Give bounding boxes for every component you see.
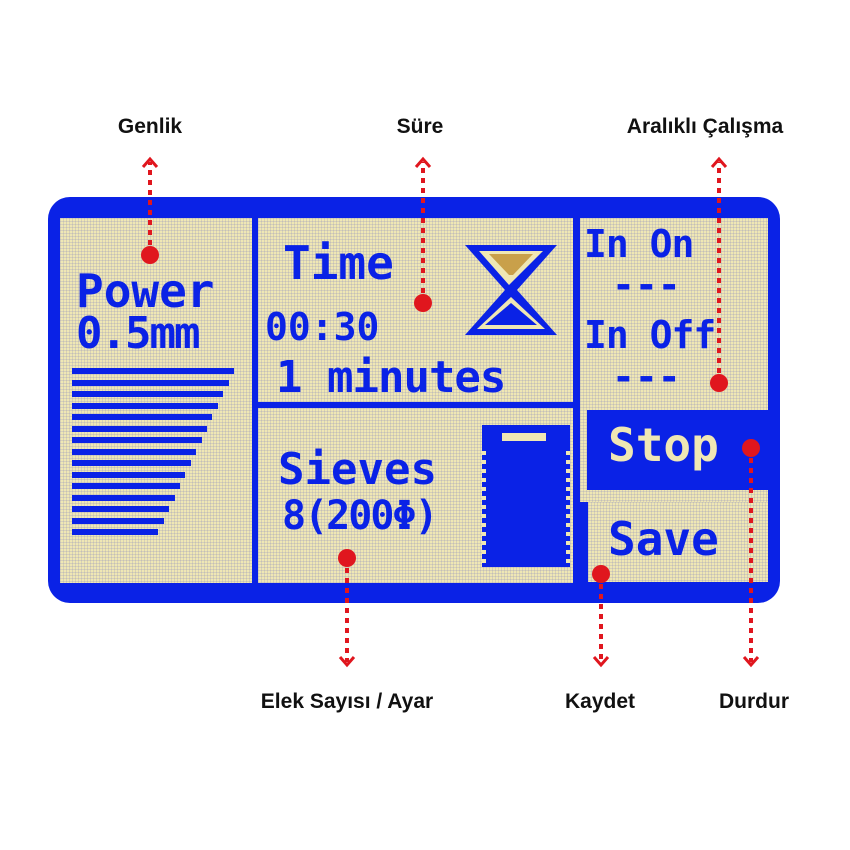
stop-button[interactable]: [587, 410, 768, 490]
power-level-bar: [72, 379, 229, 386]
stop-label: Stop: [608, 418, 719, 472]
annotation-stop: Durdur: [719, 690, 789, 713]
save-label: Save: [608, 512, 719, 566]
hourglass-icon: [465, 245, 557, 335]
annotation-time: Süre: [396, 115, 444, 138]
sieves-value: 8(200Φ): [282, 493, 439, 539]
power-level-bar: [72, 448, 197, 455]
sieve-stack-icon: [482, 425, 570, 567]
interval-on-label: In On: [584, 222, 694, 266]
interval-on-value: ---: [612, 263, 681, 307]
power-level-bar: [72, 437, 202, 443]
power-level-bar: [72, 460, 191, 466]
power-level-bar: [72, 425, 207, 432]
power-level-bar: [72, 517, 164, 524]
power-level-bar: [72, 391, 224, 397]
power-level-bar: [72, 494, 175, 501]
time-label: Time: [283, 236, 394, 290]
power-label: Power: [76, 264, 215, 318]
power-level-bar: [72, 414, 213, 420]
sieves-label: Sieves: [278, 444, 437, 495]
interval-panel[interactable]: [580, 218, 768, 410]
interval-off-label: In Off: [584, 313, 716, 357]
time-clock: 00:30: [265, 305, 380, 349]
annotation-sieves: Elek Sayısı / Ayar: [260, 690, 434, 713]
power-panel[interactable]: [60, 218, 252, 583]
power-level-bar: [72, 402, 218, 409]
power-level-bar: [72, 368, 234, 374]
power-level-bar: [72, 483, 180, 489]
save-button[interactable]: [588, 502, 768, 582]
time-panel[interactable]: [258, 218, 573, 402]
interval-off-value: ---: [612, 355, 681, 399]
power-level-bar: [72, 471, 186, 478]
annotation-save: Kaydet: [564, 690, 636, 713]
time-duration: 1 minutes: [276, 352, 506, 403]
power-level-bar: [72, 506, 170, 512]
annotation-power: Genlik: [117, 115, 183, 138]
power-value: 0.5mm: [76, 308, 200, 359]
annotation-interval: Aralıklı Çalışma: [626, 115, 784, 138]
power-level-bar: [72, 529, 159, 535]
